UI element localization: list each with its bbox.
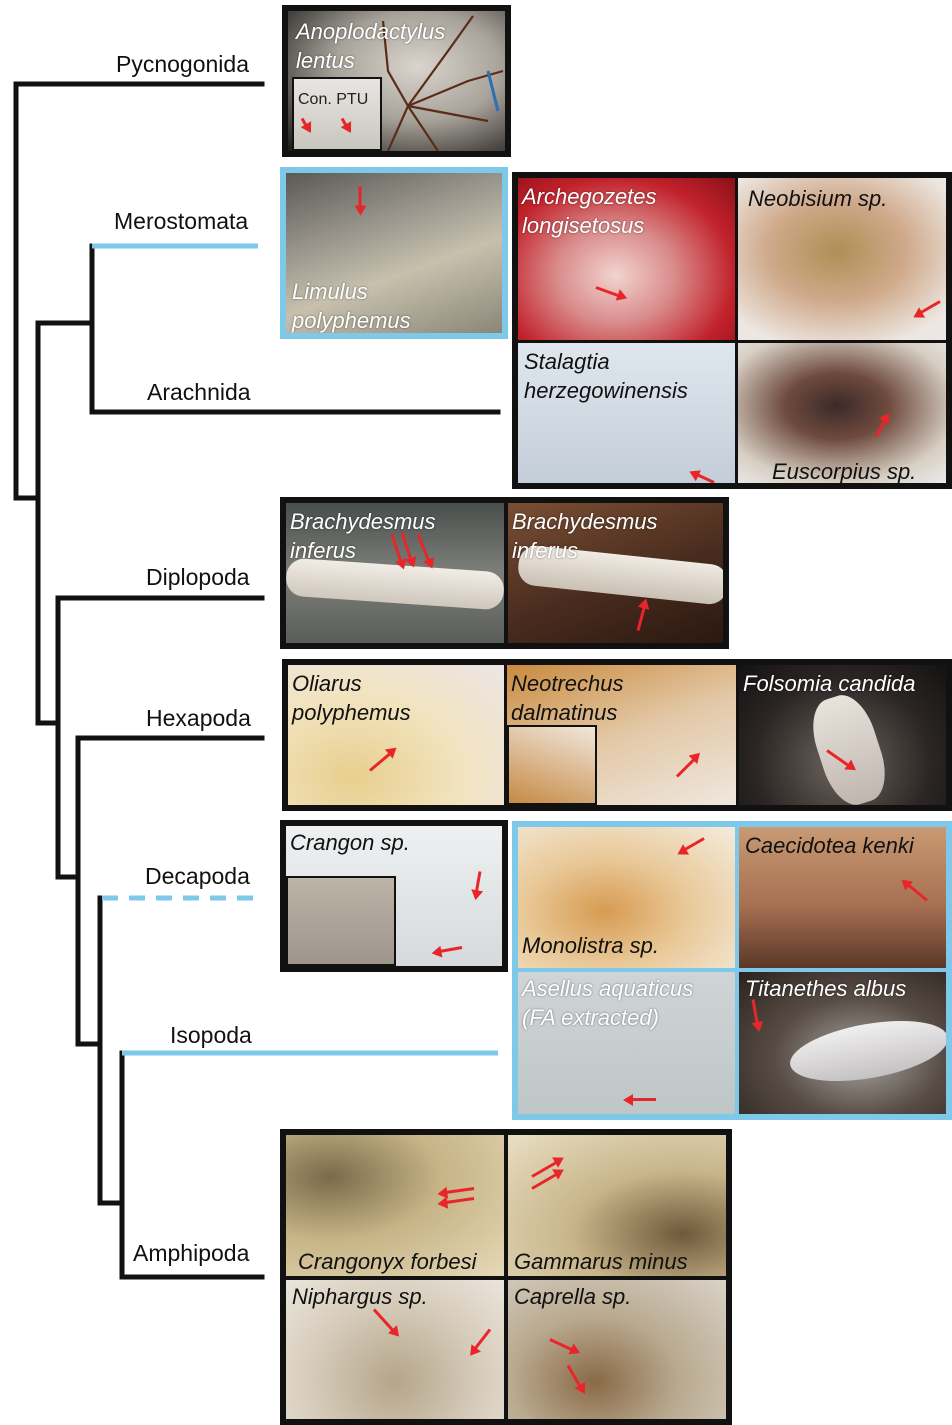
photo-crangon: Crangon sp. <box>286 826 502 966</box>
red-arrow <box>903 880 928 902</box>
caption-oliarus: Oliarus polyphemus <box>292 669 411 727</box>
photo-monolistra: Monolistra sp. <box>518 827 735 968</box>
inset-crangon <box>286 876 396 966</box>
red-arrow <box>549 1338 577 1353</box>
red-arrow <box>369 749 395 772</box>
red-arrow <box>373 1308 398 1335</box>
photo-brachydesmus-1: Brachydesmus inferus <box>286 503 504 643</box>
caption-limulus: Limulus polyphemus <box>292 277 411 333</box>
caption-anoplodactylus: Anoplodactylus lentus <box>296 17 445 75</box>
photo-anoplodactylus: Anoplodactylus lentus Con. PTU <box>288 11 505 151</box>
branch-pancrustacea <box>78 738 100 1044</box>
caption-gammarus: Gammarus minus <box>514 1247 688 1276</box>
red-arrow <box>595 286 624 299</box>
isopod-body <box>786 1011 952 1092</box>
label-diplopoda: Diplopoda <box>146 564 250 591</box>
inset-con-ptu: Con. PTU <box>292 77 382 151</box>
caption-niphargus: Niphargus sp. <box>292 1282 428 1311</box>
caption-titanethes: Titanethes albus <box>745 974 906 1003</box>
caption-con-ptu: Con. PTU <box>298 85 368 114</box>
photo-titanethes: Titanethes albus <box>739 972 952 1114</box>
panel-arachnida: Archegozetes longisetosus Neobisium sp. … <box>512 172 952 489</box>
red-arrow <box>875 415 890 437</box>
photo-neobisium: Neobisium sp. <box>738 178 952 340</box>
branch-root <box>16 84 38 498</box>
photo-euscorpius: Euscorpius sp. <box>738 343 952 483</box>
caption-neobisium: Neobisium sp. <box>748 184 887 213</box>
label-hexapoda: Hexapoda <box>146 705 251 732</box>
red-arrow <box>470 1329 491 1354</box>
red-arrow <box>434 946 462 954</box>
label-merostomata: Merostomata <box>114 208 248 235</box>
panel-hexapoda: Oliarus polyphemus Neotrechus dalmatinus… <box>282 659 952 811</box>
label-isopoda: Isopoda <box>170 1022 252 1049</box>
photo-limulus: Limulus polyphemus <box>286 173 502 333</box>
photo-stalagtia: Stalagtia herzegowinensis <box>518 343 735 483</box>
panel-merostomata: Limulus polyphemus <box>280 167 508 339</box>
red-arrow <box>440 1197 474 1205</box>
red-arrow <box>915 300 941 317</box>
panel-pycnogonida: Anoplodactylus lentus Con. PTU <box>282 5 511 157</box>
red-arrow <box>679 837 705 854</box>
caption-monolistra: Monolistra sp. <box>522 931 659 960</box>
springtail-body <box>803 688 894 805</box>
red-arrow <box>676 754 699 777</box>
caption-crangonyx: Crangonyx forbesi <box>298 1247 477 1276</box>
photo-gammarus: Gammarus minus <box>508 1135 726 1276</box>
millipede-body <box>286 557 504 610</box>
photo-crangonyx: Crangonyx forbesi <box>286 1135 504 1276</box>
photo-brachydesmus-2: Brachydesmus inferus <box>508 503 723 643</box>
label-decapoda: Decapoda <box>145 863 250 890</box>
red-arrow <box>440 1187 474 1195</box>
red-arrow <box>752 999 760 1029</box>
panel-amphipoda: Crangonyx forbesi Gammarus minus Nipharg… <box>280 1129 732 1425</box>
red-arrow <box>692 471 715 483</box>
label-pycnogonida: Pycnogonida <box>116 51 249 78</box>
caption-euscorpius: Euscorpius sp. <box>772 457 916 483</box>
caption-archegozetes: Archegozetes longisetosus <box>522 182 657 240</box>
inset-neotrechus <box>507 725 597 805</box>
red-arrow <box>474 871 481 897</box>
red-arrow <box>637 601 648 631</box>
caption-stalagtia: Stalagtia herzegowinensis <box>524 347 688 405</box>
red-arrow <box>567 1365 585 1392</box>
red-arrow <box>359 187 362 213</box>
panel-isopoda: Monolistra sp. Caecidotea kenki Asellus … <box>512 821 952 1120</box>
caption-neotrechus: Neotrechus dalmatinus <box>511 669 624 727</box>
branch-myriapoda-pancrustacea <box>58 598 78 877</box>
photo-oliarus: Oliarus polyphemus <box>288 665 504 805</box>
photo-asellus: Asellus aquaticus (FA extracted) <box>518 972 735 1114</box>
label-amphipoda: Amphipoda <box>133 1240 249 1267</box>
photo-archegozetes: Archegozetes longisetosus <box>518 178 735 340</box>
caption-caprella: Caprella sp. <box>514 1282 631 1311</box>
photo-niphargus: Niphargus sp. <box>286 1280 504 1425</box>
caption-asellus: Asellus aquaticus (FA extracted) <box>522 974 693 1032</box>
caption-caecidotea: Caecidotea kenki <box>745 831 914 860</box>
photo-caprella: Caprella sp. <box>508 1280 726 1425</box>
caption-brachydesmus-2: Brachydesmus inferus <box>512 507 658 565</box>
photo-neotrechus: Neotrechus dalmatinus <box>507 665 736 805</box>
photo-folsomia: Folsomia candida <box>739 665 946 805</box>
label-arachnida: Arachnida <box>147 379 251 406</box>
caption-folsomia: Folsomia candida <box>743 669 915 698</box>
caption-crangon: Crangon sp. <box>290 828 410 857</box>
panel-diplopoda: Brachydesmus inferus Brachydesmus inferu… <box>280 497 729 649</box>
panel-decapoda: Crangon sp. <box>280 820 508 972</box>
photo-caecidotea: Caecidotea kenki <box>739 827 952 968</box>
red-arrow <box>626 1098 656 1101</box>
branch-malacostraca <box>100 898 122 1203</box>
